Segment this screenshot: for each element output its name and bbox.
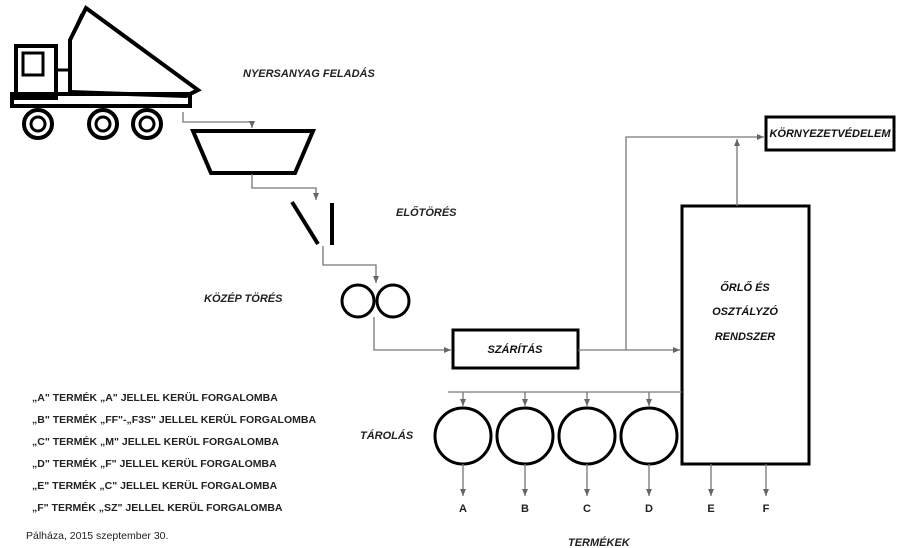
flow-lines	[182, 112, 769, 496]
product-letter-e: E	[707, 503, 714, 515]
silo-d	[619, 406, 679, 466]
storage-silos	[433, 406, 679, 466]
legend-line-c: „C" TERMÉK „M" JELLEL KERÜL FORGALOMBA	[32, 436, 279, 448]
mill-label-line2: OSZTÁLYZÓ	[712, 305, 778, 318]
pre-crusher-icon	[290, 200, 334, 246]
medium-crushing-label: KÖZÉP TÖRÉS	[204, 292, 283, 305]
silo-c	[557, 406, 617, 466]
environment-box	[764, 115, 896, 152]
legend-line-d: „D" TERMÉK „F" JELLEL KERÜL FORGALOMBA	[32, 458, 277, 470]
legend-line-f: „F" TERMÉK „SZ" JELLEL KERÜL FORGALOMBA	[32, 502, 283, 514]
legend-line-b: „B" TERMÉK „FF"-„F3S" JELLEL KERÜL FORGA…	[32, 414, 317, 426]
mill-system-box	[680, 204, 811, 466]
drying-box	[451, 328, 580, 370]
legend-line-a: „A" TERMÉK „A" JELLEL KERÜL FORGALOMBA	[32, 392, 278, 404]
dump-truck-icon	[10, 4, 202, 140]
product-letter-d: D	[645, 503, 653, 515]
pre-crushing-label: ELŐTÖRÉS	[396, 206, 457, 219]
environment-label: KÖRNYEZETVÉDELEM	[769, 127, 891, 140]
product-letter-c: C	[583, 503, 591, 515]
legend-line-e: „E" TERMÉK „C" JELLEL KERÜL FORGALOMBA	[32, 480, 278, 492]
products-label: TERMÉKEK	[568, 536, 631, 548]
drying-label: SZÁRÍTÁS	[488, 343, 544, 356]
date-footer: Pálháza, 2015 szeptember 30.	[26, 530, 169, 542]
roller-crusher-icon	[340, 283, 411, 319]
product-letter-a: A	[459, 503, 467, 515]
product-letter-f: F	[763, 503, 770, 515]
raw-material-feed-label: NYERSANYAG FELADÁS	[243, 67, 375, 80]
product-letter-b: B	[521, 503, 529, 515]
mill-label-line3: RENDSZER	[715, 331, 776, 343]
silo-a	[433, 406, 493, 466]
silo-b	[495, 406, 555, 466]
mill-label-line1: ŐRLŐ ÉS	[720, 281, 770, 294]
storage-label: TÁROLÁS	[360, 429, 414, 442]
feed-hopper	[189, 129, 317, 175]
